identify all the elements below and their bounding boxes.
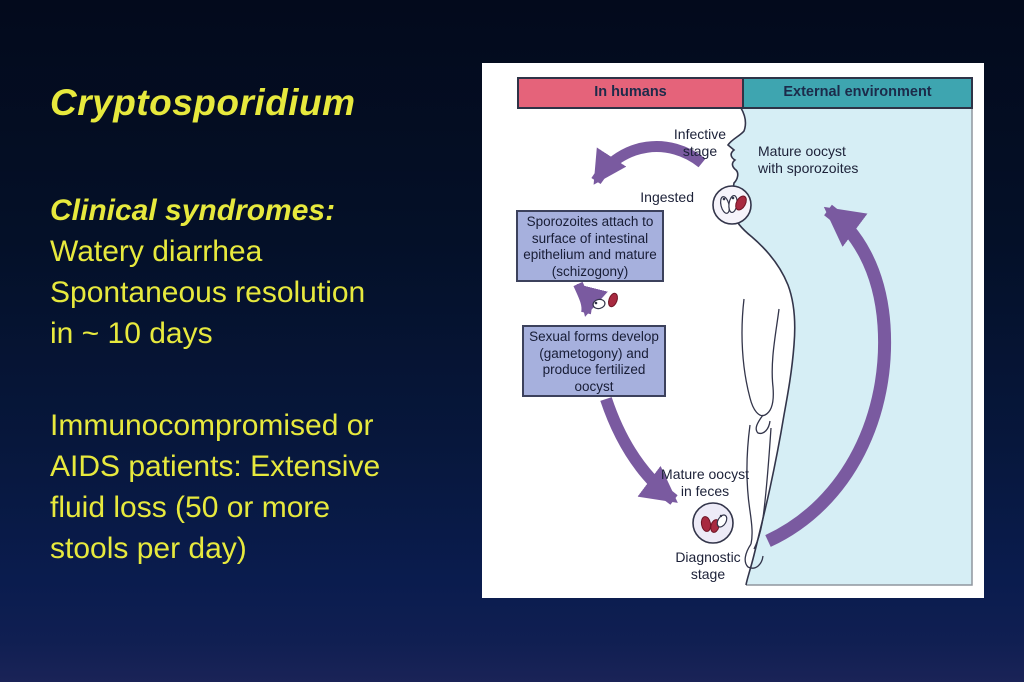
diagnostic-stage-label: Diagnostic stage bbox=[675, 549, 741, 582]
life-cycle-diagram: In humans External environment Infective… bbox=[482, 63, 984, 598]
symptom-line: in ~ 10 days bbox=[50, 317, 213, 350]
in-humans-bar bbox=[517, 77, 744, 109]
external-environment-header: External environment bbox=[783, 84, 932, 100]
arrow-environment-loop bbox=[765, 204, 892, 547]
arrow-oocyst-to-feces bbox=[600, 397, 678, 505]
infective-stage-label: Infective stage bbox=[673, 126, 727, 159]
body-foot-line bbox=[744, 543, 764, 569]
slide-text-block: Cryptosporidium Clinical syndromes: Wate… bbox=[50, 82, 480, 569]
ingested-label: Ingested bbox=[640, 189, 694, 205]
sporozoites-glyph bbox=[720, 194, 747, 214]
life-cycle-figure bbox=[517, 77, 973, 586]
body-leg-front-line bbox=[746, 424, 753, 545]
aids-line: AIDS patients: Extensive bbox=[50, 450, 381, 483]
schizogony-box: Sporozoites attach to surface of intesti… bbox=[516, 210, 664, 282]
environment-border bbox=[746, 108, 973, 586]
mature-oocyst-sporozoites-label: Mature oocyst with sporozoites bbox=[758, 143, 859, 176]
body-hand-line bbox=[755, 414, 771, 435]
human-silhouette-outline bbox=[726, 107, 796, 586]
aids-line: fluid loss (50 or more bbox=[50, 491, 331, 524]
external-environment-bar bbox=[742, 77, 973, 109]
symptom-line: Watery diarrhea bbox=[50, 235, 263, 268]
arrow-schizogony-to-gametogony bbox=[573, 281, 608, 317]
aids-line: Immunocompromised or bbox=[50, 409, 374, 442]
gametogony-box: Sexual forms develop (gametogony) and pr… bbox=[522, 325, 666, 397]
slide-title: Cryptosporidium bbox=[50, 82, 356, 123]
symptom-line: Spontaneous resolution bbox=[50, 276, 366, 309]
slide-subtitle: Clinical syndromes: bbox=[50, 194, 336, 227]
arrow-ingested-to-intestine bbox=[591, 141, 706, 185]
external-environment-region bbox=[728, 108, 972, 585]
body-arm-line bbox=[741, 298, 780, 417]
in-humans-header: In humans bbox=[594, 84, 667, 100]
aids-line: stools per day) bbox=[50, 532, 247, 565]
mature-oocyst-feces-label: Mature oocyst in feces bbox=[661, 466, 749, 499]
merozoite-glyph bbox=[592, 292, 618, 310]
feces-oocysts-glyph bbox=[700, 514, 728, 533]
body-leg-inner-line bbox=[753, 427, 772, 550]
